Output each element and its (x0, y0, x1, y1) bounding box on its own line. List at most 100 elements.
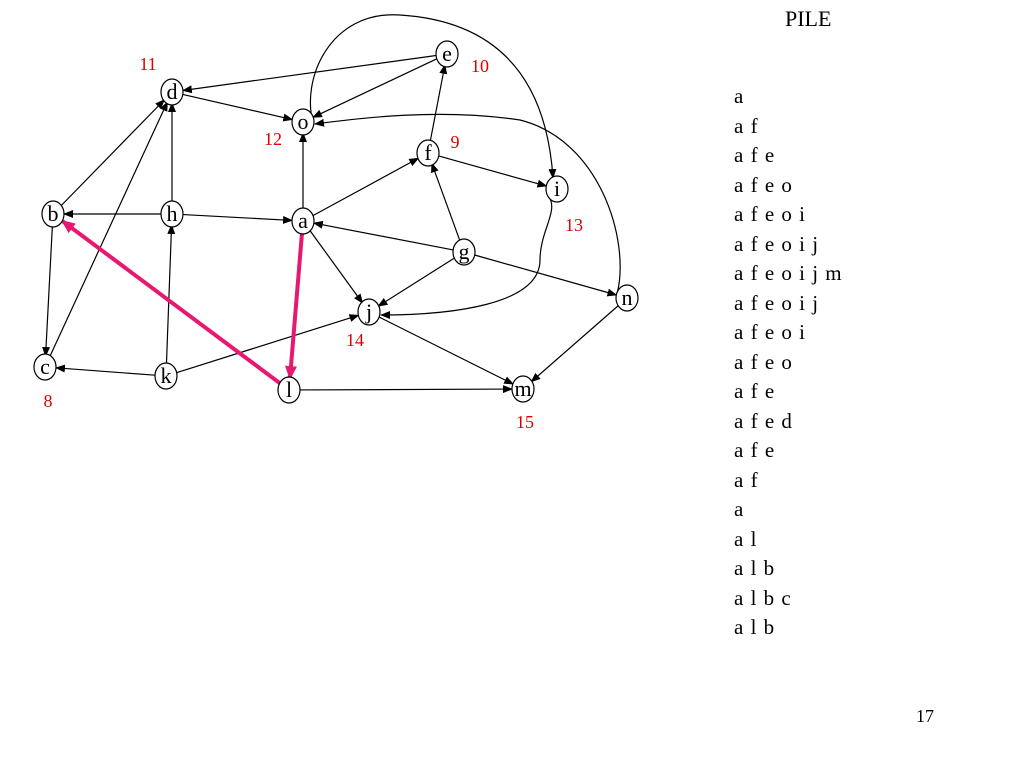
node-label: j (365, 299, 372, 324)
node-k: k (154, 362, 178, 390)
edge-g-f (431, 162, 461, 242)
order-label-f: 9 (451, 132, 460, 152)
node-circle (615, 284, 639, 312)
edge-n-m (530, 304, 620, 383)
node-j: j (357, 298, 381, 326)
node-h: h (160, 200, 184, 228)
edge-n-o (314, 113, 621, 293)
node-circle (291, 108, 315, 136)
node-circle (154, 362, 178, 390)
node-label: a (298, 208, 308, 233)
node-l: l (277, 376, 301, 404)
edge-e-o (312, 58, 438, 118)
node-label: o (298, 109, 309, 134)
edge-g-j (377, 257, 456, 307)
edge-b-c (42, 224, 54, 358)
pile-entry: a f e o (734, 172, 793, 197)
node-circle (545, 175, 569, 203)
edge-b-d (60, 99, 166, 207)
edge-g-a (312, 220, 454, 251)
edge-a-f (312, 157, 420, 217)
node-label: e (442, 41, 452, 66)
pile-entry: a f (734, 113, 759, 138)
edge-j-m (378, 316, 515, 385)
node-label: g (459, 239, 470, 264)
edge-k-h (165, 223, 176, 366)
node-n: n (615, 284, 639, 312)
pile-entry: a f e o i (734, 320, 806, 344)
edge-k-c (54, 364, 156, 376)
node-o: o (291, 108, 315, 136)
pile-list: a a f a f e a f e o a f e o i a f e o i j a f … (734, 82, 843, 643)
edge-f-i (438, 155, 548, 188)
pile-entry: a f (734, 467, 759, 492)
pile-entry: a f e o i (734, 202, 806, 226)
pile-entry: a l b (734, 615, 776, 639)
node-circle (452, 238, 476, 266)
node-label: c (40, 354, 50, 379)
node-label: k (161, 363, 172, 388)
pile-entry: a (734, 84, 745, 108)
node-e: e (435, 40, 459, 68)
pile-entry: a f e o (734, 349, 793, 374)
edge-h-a (182, 213, 294, 224)
node-circle (416, 139, 440, 167)
node-i: i (545, 175, 569, 203)
pile-entry: a f e (734, 438, 776, 462)
pile-entry: a l b (734, 556, 776, 580)
pile-entry: a f e o i j m (734, 261, 843, 285)
node-circle (435, 40, 459, 68)
pile-entry: a f e (734, 379, 776, 403)
node-circle (160, 200, 184, 228)
highlight-edge-l-b (61, 219, 282, 386)
order-label-c: 8 (44, 391, 53, 411)
node-circle (291, 207, 315, 235)
edge-e-d (181, 54, 437, 94)
node-a: a (291, 207, 315, 235)
order-label-e: 10 (471, 56, 489, 76)
order-label-o: 12 (264, 129, 282, 149)
node-label: n (622, 285, 633, 310)
pile-entry: a (734, 497, 745, 521)
node-label: i (554, 176, 560, 201)
node-circle (160, 78, 184, 106)
edge-c-d (49, 101, 168, 358)
edge-o-i (309, 14, 557, 179)
edge-g-n (474, 254, 618, 297)
edge-i-j (380, 194, 553, 319)
pile-entry: a f e o i j (734, 290, 820, 315)
pile-entry: a l (734, 526, 758, 551)
pile-entry: a f e (734, 143, 776, 167)
order-label-m: 15 (516, 412, 534, 432)
edge-l-m (299, 385, 514, 394)
node-g: g (452, 238, 476, 266)
node-label: f (424, 140, 432, 165)
node-label: h (167, 201, 178, 226)
order-label-j: 14 (346, 330, 364, 350)
node-circle (41, 200, 65, 228)
node-d: d (160, 78, 184, 106)
node-c: c (33, 353, 57, 381)
nodes: a b c d e f g h i j k l m n o (33, 40, 639, 404)
node-label: b (48, 201, 59, 226)
pile-entry: a f e d (734, 408, 793, 433)
edge-k-j (176, 314, 360, 374)
pile-title: PILE (785, 6, 832, 31)
edge-a-j (308, 229, 364, 304)
node-b: b (41, 200, 65, 228)
order-label-i: 13 (565, 215, 583, 235)
node-label: m (514, 376, 531, 401)
highlight-edge-a-l (285, 231, 305, 381)
edges (42, 14, 621, 394)
edge-f-e (429, 63, 448, 143)
node-circle (33, 353, 57, 381)
node-circle (511, 375, 535, 403)
node-f: f (416, 139, 440, 167)
edge-d-o (182, 93, 294, 122)
pile-entry: a f e o i j (734, 231, 820, 256)
order-label-d: 11 (139, 54, 156, 74)
pile-entry: a l b c (734, 585, 792, 610)
node-label: l (286, 377, 292, 402)
node-m: m (511, 375, 535, 403)
